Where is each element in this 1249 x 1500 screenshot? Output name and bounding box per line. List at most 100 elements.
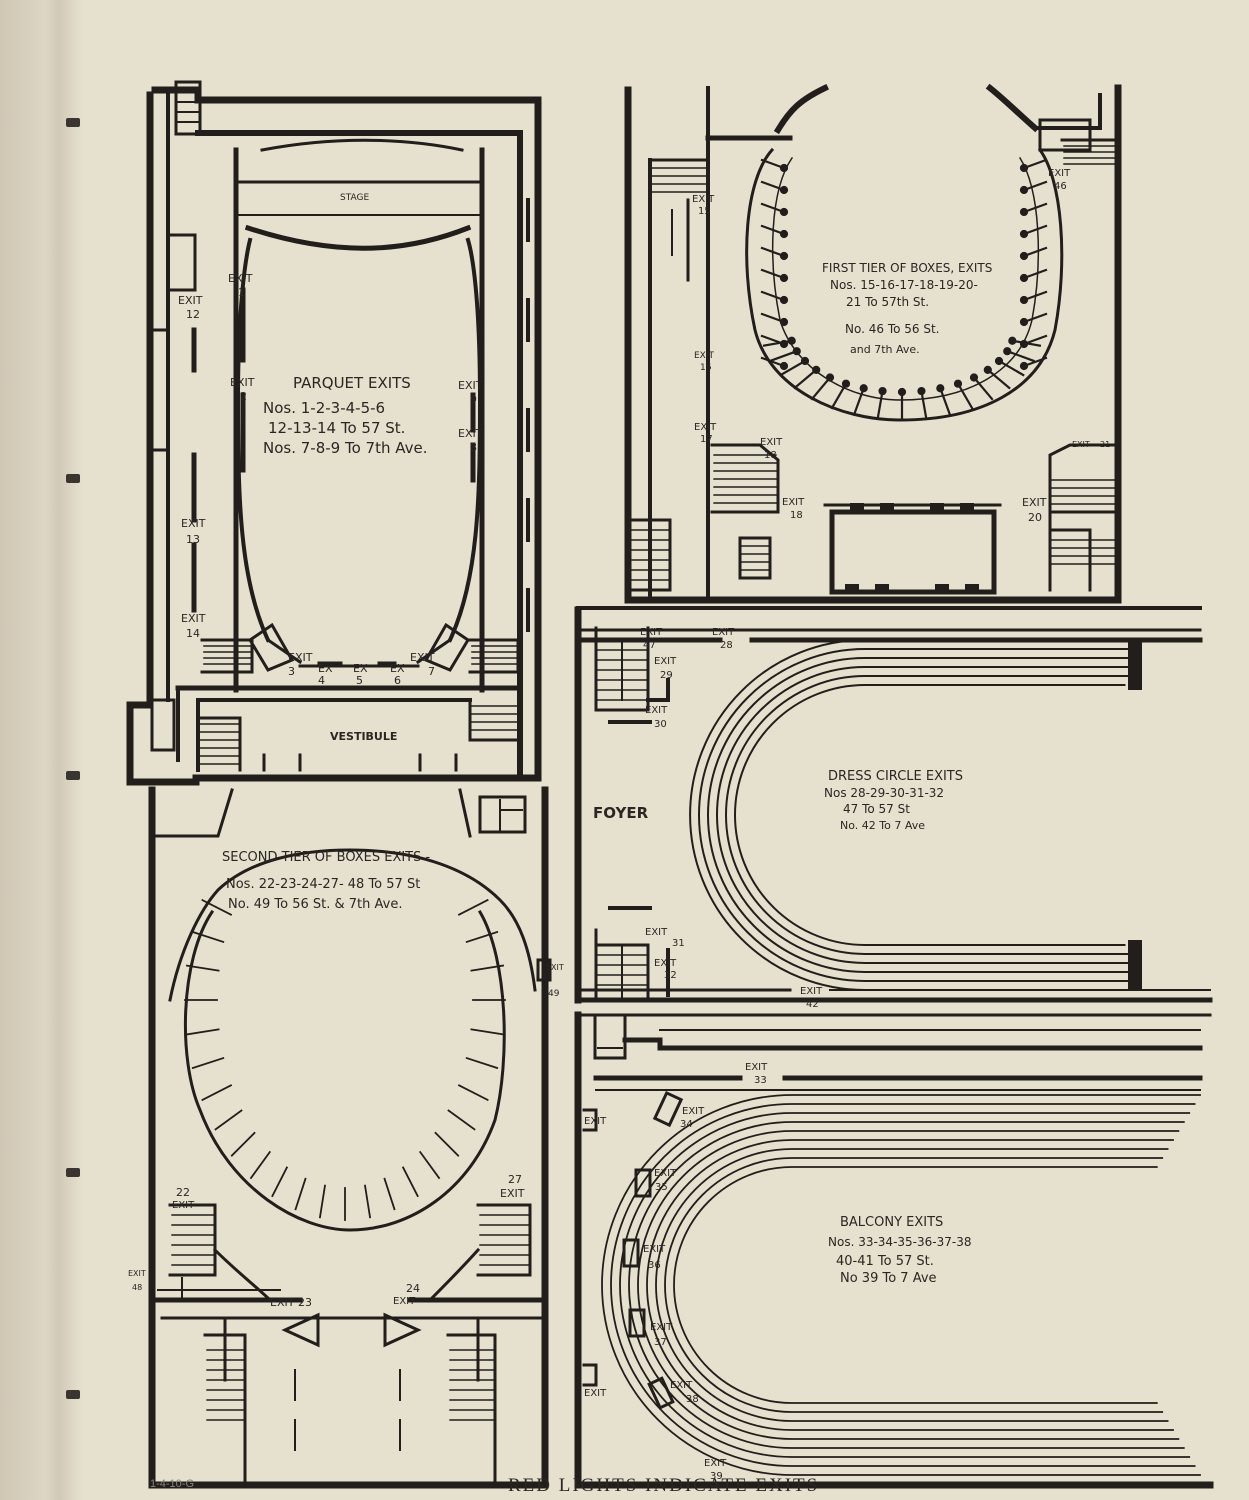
svg-text:18: 18 xyxy=(764,450,777,461)
box-partition xyxy=(997,359,1025,377)
seat-row xyxy=(628,1121,1185,1449)
svg-text:13: 13 xyxy=(186,533,200,546)
svg-text:22: 22 xyxy=(176,1186,190,1199)
box-partition xyxy=(1011,339,1042,347)
box-partition-end xyxy=(800,356,810,366)
svg-text:3: 3 xyxy=(288,665,295,678)
box-partition-end xyxy=(1019,163,1029,173)
first-tier-line1: Nos. 15-16-17-18-19-20- xyxy=(830,278,978,292)
box-partition-end xyxy=(969,373,979,382)
box-partition xyxy=(185,1028,220,1036)
staple-mark xyxy=(66,1390,80,1399)
box-partition-end xyxy=(1019,185,1029,195)
svg-text:EXIT: EXIT xyxy=(181,517,206,530)
box-partition-end xyxy=(1003,347,1012,356)
svg-text:EXIT: EXIT xyxy=(760,437,783,448)
second-tier-title: SECOND TIER OF BOXES EXITS - xyxy=(222,850,431,865)
box-partition xyxy=(447,1109,476,1131)
box-partition xyxy=(363,1184,372,1219)
svg-text:EXIT: EXIT xyxy=(682,1106,705,1117)
box-partition xyxy=(465,1056,499,1070)
svg-text:EXIT: EXIT xyxy=(178,294,203,307)
seat-row xyxy=(734,684,1126,946)
exit-4-label: EX4 xyxy=(318,662,333,687)
svg-text:20: 20 xyxy=(1028,511,1042,524)
seat-row xyxy=(646,1139,1174,1431)
svg-text:31: 31 xyxy=(672,938,685,949)
plan-labels: STAGE VESTIBULE PARQUET EXITS Nos. 1-2-3… xyxy=(128,168,1110,1482)
box-partition-end xyxy=(1008,336,1017,345)
box-partition-end xyxy=(825,373,835,382)
parquet-plan xyxy=(126,80,542,786)
svg-text:21: 21 xyxy=(1100,440,1110,449)
box-partition-end xyxy=(1019,251,1029,261)
svg-text:15: 15 xyxy=(698,206,711,217)
second-tier-plan xyxy=(148,786,552,1489)
svg-text:24: 24 xyxy=(406,1282,420,1295)
svg-text:28: 28 xyxy=(720,640,733,651)
box-partition-end xyxy=(878,386,887,396)
staple-mark xyxy=(66,1168,80,1177)
exit-18a-label: EXIT 18 xyxy=(760,437,783,461)
svg-text:9: 9 xyxy=(470,393,477,406)
dress-circle-plan xyxy=(574,606,1213,1004)
box-partition-end xyxy=(859,384,868,393)
box-partition xyxy=(201,1084,233,1102)
staple-mark xyxy=(66,118,80,127)
box-partition xyxy=(249,1150,272,1180)
svg-text:EXIT: EXIT xyxy=(172,1200,195,1211)
box-partition-end xyxy=(1019,295,1029,305)
svg-text:EXIT: EXIT xyxy=(704,1458,727,1469)
svg-text:EXIT: EXIT xyxy=(1048,168,1071,179)
page-caption: RED LIGHTS INDICATE EXITS xyxy=(508,1475,819,1496)
box-partition xyxy=(191,930,225,944)
box-partition-end xyxy=(953,379,963,388)
balcony-line1: Nos. 33-34-35-36-37-38 xyxy=(828,1235,971,1249)
first-tier-line3: No. 46 To 56 St. xyxy=(845,322,940,336)
svg-text:EXIT: EXIT xyxy=(800,986,823,997)
svg-text:7: 7 xyxy=(428,665,435,678)
svg-text:EXIT: EXIT xyxy=(692,194,715,205)
box-partition xyxy=(876,389,884,420)
svg-text:EXIT: EXIT xyxy=(645,927,668,938)
svg-text:36: 36 xyxy=(648,1260,661,1271)
seat-row xyxy=(673,1166,1158,1404)
box-partition-end xyxy=(841,379,851,388)
seat-row xyxy=(689,639,1139,991)
box-partition-end xyxy=(1019,361,1029,371)
svg-text:33: 33 xyxy=(754,1075,767,1086)
box-partition-end xyxy=(994,356,1004,366)
box-partition xyxy=(383,1177,396,1211)
svg-text:EX: EX xyxy=(318,662,333,675)
balcony-line3: No 39 To 7 Ave xyxy=(840,1271,937,1286)
svg-text:EXIT: EXIT xyxy=(640,627,663,638)
svg-text:EXIT: EXIT xyxy=(458,427,483,440)
first-tier-plan xyxy=(624,83,1122,604)
second-tier-line1: Nos. 22-23-24-27- 48 To 57 St xyxy=(226,877,420,892)
svg-text:EXIT: EXIT xyxy=(694,351,715,361)
box-partition xyxy=(986,368,1011,390)
svg-text:EXIT: EXIT xyxy=(410,651,435,664)
parquet-line1: Nos. 1-2-3-4-5-6 xyxy=(263,399,385,417)
box-partition xyxy=(294,1177,307,1211)
svg-text:EXIT: EXIT xyxy=(694,422,717,433)
svg-text:EXIT: EXIT xyxy=(128,1269,146,1278)
svg-text:34: 34 xyxy=(680,1119,693,1130)
svg-text:5: 5 xyxy=(356,674,363,687)
